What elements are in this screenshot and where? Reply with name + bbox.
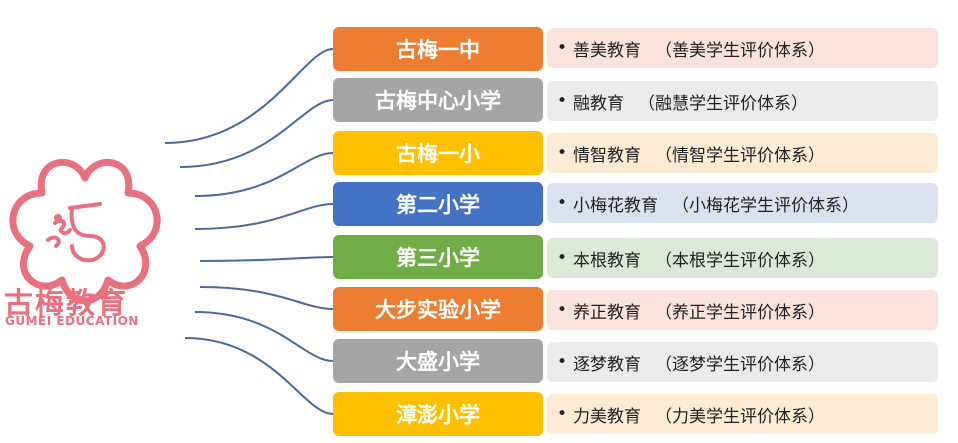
education-box: •养正教育 （养正学生评价体系） xyxy=(547,290,938,330)
connector-line xyxy=(164,48,334,144)
connector-line xyxy=(194,203,334,230)
evaluation-system: （情智学生评价体系） xyxy=(655,145,826,166)
education-name: 小梅花教育 xyxy=(573,195,659,216)
connector-line xyxy=(199,286,334,310)
school-box: 大盛小学 xyxy=(333,339,543,383)
education-box: •本根教育 （本根学生评价体系） xyxy=(547,238,938,278)
evaluation-system: （本根学生评价体系） xyxy=(655,250,826,271)
connector-line xyxy=(199,256,334,262)
education-box: •善美教育 （善美学生评价体系） xyxy=(547,28,938,68)
school-box: 古梅一小 xyxy=(333,131,543,175)
education-box: •逐梦教育 （逐梦学生评价体系） xyxy=(547,342,938,382)
education-name: 养正教育 xyxy=(573,302,642,323)
bullet: • xyxy=(557,38,568,58)
school-box: 漳澎小学 xyxy=(333,392,543,436)
education-name: 善美教育 xyxy=(573,40,642,61)
education-name: 本根教育 xyxy=(573,250,642,271)
education-box: •小梅花教育 （小梅花学生评价体系） xyxy=(547,183,938,223)
bullet: • xyxy=(557,143,568,163)
plum-blossom-logo-icon xyxy=(9,159,161,305)
bullet: • xyxy=(557,352,568,372)
education-name: 情智教育 xyxy=(573,145,642,166)
education-name: 力美教育 xyxy=(573,406,642,427)
education-name: 融教育 xyxy=(573,93,625,114)
education-box: •融教育 （融慧学生评价体系） xyxy=(547,81,938,121)
bullet: • xyxy=(557,248,568,268)
education-box: •力美教育 （力美学生评价体系） xyxy=(547,394,938,434)
school-box: 古梅中心小学 xyxy=(333,78,543,122)
connector-line xyxy=(194,152,334,197)
logo-subtitle: GUMEI EDUCATION xyxy=(5,314,139,328)
evaluation-system: （融慧学生评价体系） xyxy=(638,93,809,114)
school-box: 古梅一中 xyxy=(333,27,543,71)
evaluation-system: （善美学生评价体系） xyxy=(655,40,826,61)
logo-title: 古梅教育 xyxy=(4,286,129,320)
bullet: • xyxy=(557,91,568,111)
evaluation-system: （小梅花学生评价体系） xyxy=(672,195,860,216)
evaluation-system: （力美学生评价体系） xyxy=(655,406,826,427)
education-name: 逐梦教育 xyxy=(573,354,642,375)
connector-line xyxy=(179,99,334,168)
connector-line xyxy=(194,311,334,362)
school-box: 第三小学 xyxy=(333,235,543,279)
bullet: • xyxy=(557,300,568,320)
school-box: 大步实验小学 xyxy=(333,287,543,331)
bullet: • xyxy=(557,404,568,424)
bullet: • xyxy=(557,193,568,213)
evaluation-system: （逐梦学生评价体系） xyxy=(655,354,826,375)
evaluation-system: （养正学生评价体系） xyxy=(655,302,826,323)
education-box: •情智教育 （情智学生评价体系） xyxy=(547,133,938,173)
connector-line xyxy=(184,337,334,415)
school-box: 第二小学 xyxy=(333,182,543,226)
